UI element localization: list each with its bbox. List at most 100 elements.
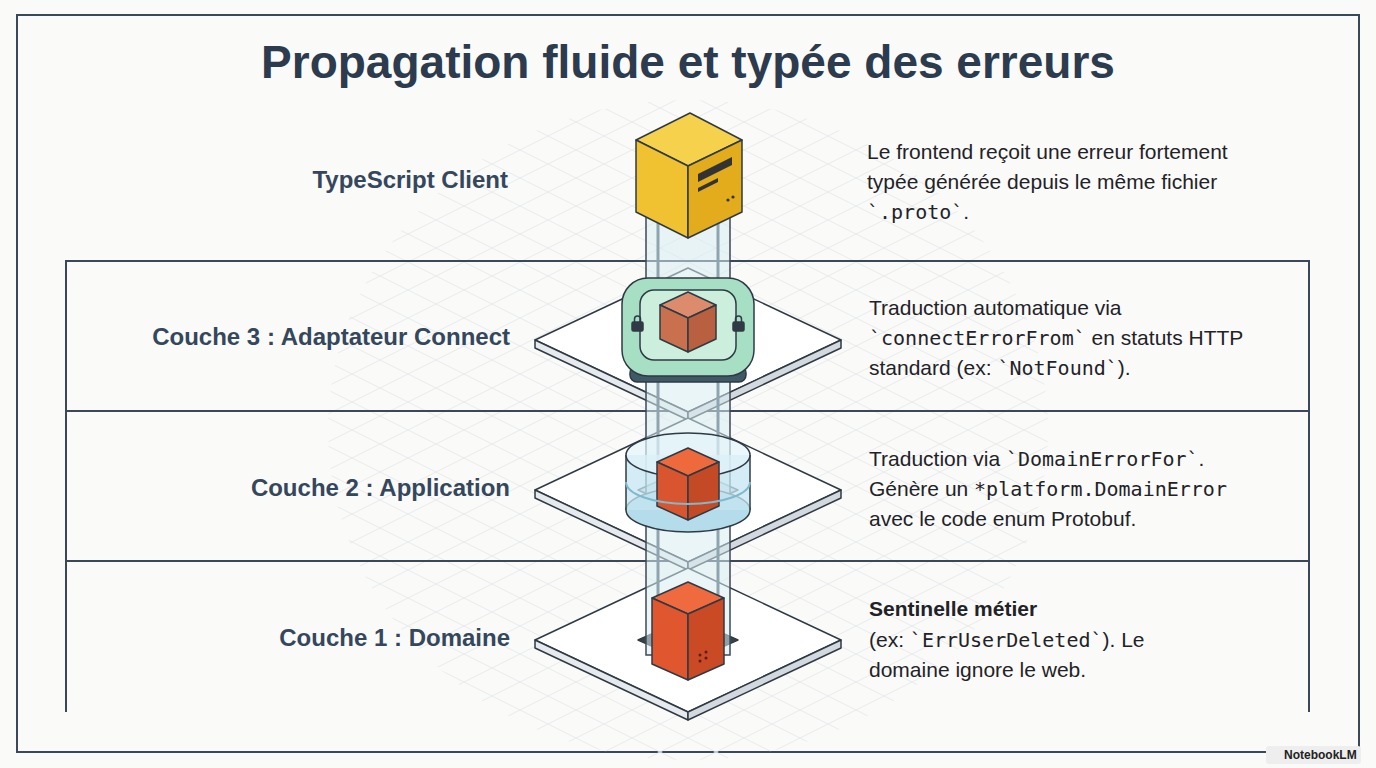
ring-band — [626, 482, 750, 504]
grid-line — [0, 30, 984, 768]
cube-dot — [699, 654, 702, 657]
client-cube — [636, 113, 742, 238]
grid-line — [0, 30, 536, 768]
text-run: Couche 1 : Domaine — [279, 624, 510, 651]
grid-line — [0, 30, 816, 768]
grid-line — [0, 30, 1376, 768]
code-fragment: `.proto` — [867, 200, 963, 224]
iso-grid — [0, 30, 1376, 768]
grid-line — [1008, 30, 1376, 768]
ring-bottom — [626, 488, 750, 532]
layer-name: Couche 1 : Domaine — [67, 623, 510, 653]
grid-line — [952, 30, 1376, 768]
ring-edge — [749, 455, 751, 510]
grid-line — [504, 30, 1376, 768]
layer-description: Génère un *platform.DomainError avec le … — [869, 474, 1261, 534]
text-run: . — [963, 200, 969, 223]
lock-icon — [733, 322, 744, 331]
grid-line — [0, 30, 816, 768]
grid-line — [1176, 30, 1376, 768]
grid-line — [168, 30, 1376, 768]
grid-line — [1120, 30, 1376, 768]
cube-face — [652, 582, 724, 614]
cube-face — [636, 140, 688, 238]
outer-frame — [17, 15, 1359, 752]
grid-line — [504, 30, 1376, 768]
cube-dot — [699, 660, 702, 663]
grid-line — [0, 30, 648, 768]
text-run: TypeScript Client — [312, 166, 508, 193]
grid-line — [0, 30, 1096, 768]
module-base — [630, 366, 746, 382]
grid-line — [672, 30, 1376, 768]
cube-dot — [731, 195, 734, 198]
grid-line — [336, 30, 1376, 768]
grid-line — [560, 30, 1376, 768]
module-window — [640, 290, 736, 360]
grid-line — [0, 30, 536, 768]
grid-line — [112, 30, 1376, 768]
text-run: Génère un — [869, 477, 974, 500]
grid-line — [0, 30, 1376, 768]
cube-dot — [705, 651, 708, 654]
grid-line — [1064, 30, 1376, 768]
plate-top — [535, 268, 841, 412]
grid-line — [840, 30, 1376, 768]
plate-top — [535, 418, 841, 562]
cube-face — [688, 462, 719, 520]
tube-rail — [717, 205, 720, 655]
layer-description: Traduction automatique via `connectError… — [869, 293, 1309, 383]
grid-line — [448, 30, 1376, 768]
grid-line — [280, 30, 1376, 768]
grid-line — [448, 30, 1376, 768]
grid-line — [0, 30, 1264, 768]
grid-line — [0, 30, 200, 768]
plate-hole — [638, 318, 738, 362]
cube-face — [657, 448, 719, 476]
cube-face — [688, 305, 716, 352]
cube-mark — [698, 157, 732, 182]
layer-band: Couche 2 : ApplicationTraduction via `Do… — [65, 410, 1310, 560]
plate-side — [535, 340, 688, 420]
grid-line — [0, 30, 1264, 768]
grid-line — [0, 30, 424, 768]
grid-line — [1064, 30, 1376, 768]
tube-body — [646, 205, 730, 655]
grid-line — [728, 30, 1376, 768]
grid-line — [1176, 30, 1376, 768]
grid-line — [0, 30, 1376, 768]
layer-name: Couche 2 : Application — [67, 473, 510, 503]
grid-line — [1232, 30, 1376, 768]
grid-line — [0, 30, 1376, 768]
grid-line — [0, 30, 1376, 768]
grid-line — [56, 30, 1376, 768]
grid-line — [0, 30, 592, 768]
grid-line — [1232, 30, 1376, 768]
app-ring — [626, 433, 750, 532]
client-description: Le frontend reçoit une erreur fortement … — [867, 137, 1259, 227]
code-fragment: `ErrUserDeleted` — [910, 628, 1103, 652]
grid-line — [0, 30, 704, 768]
grid-line — [392, 30, 1376, 768]
grid-line — [0, 30, 1376, 768]
grid-line — [0, 30, 1376, 768]
grid-line — [784, 30, 1376, 768]
cube-dot — [726, 198, 729, 201]
cube-face — [688, 140, 742, 238]
grid-line — [560, 30, 1376, 768]
code-fragment: `connectErrorFrom` — [869, 326, 1086, 350]
layer-band: Couche 3 : Adaptateur ConnectTraduction … — [65, 260, 1310, 410]
text-run: Sentinelle métier — [869, 597, 1037, 620]
plate-side — [688, 340, 841, 420]
plate-side — [688, 490, 841, 570]
grid-line — [0, 30, 312, 768]
ring-body — [626, 455, 750, 510]
cube-face — [660, 292, 716, 318]
grid-line — [56, 30, 1376, 768]
domain-cube — [652, 582, 724, 680]
grid-line — [1008, 30, 1376, 768]
plate-top — [535, 568, 841, 712]
grid-line — [616, 30, 1376, 768]
